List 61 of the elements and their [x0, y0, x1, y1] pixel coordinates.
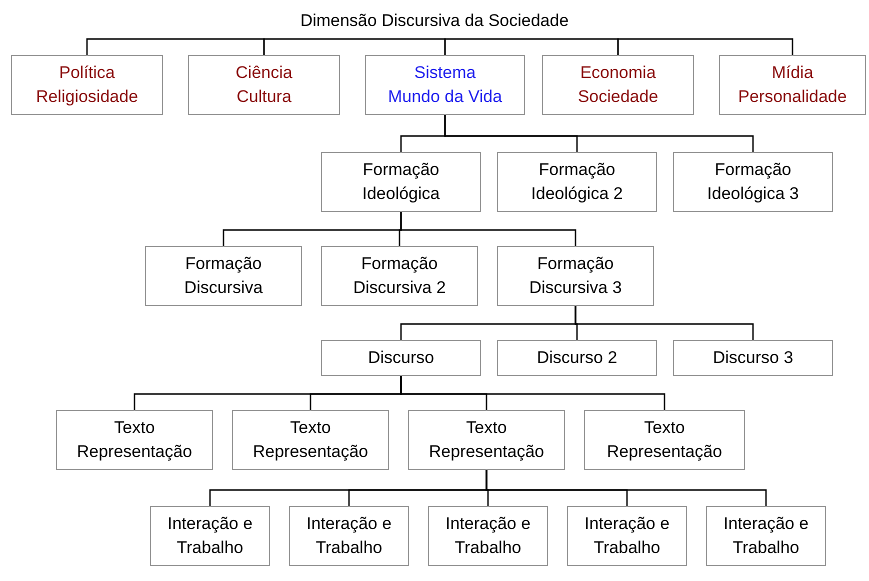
- hierarchy-box: [321, 340, 481, 376]
- box-label: Interação e Trabalho: [166, 513, 254, 559]
- hierarchy-box: [567, 506, 687, 566]
- box-label: Interação e Trabalho: [444, 513, 532, 559]
- hierarchy-box: [188, 55, 340, 115]
- hierarchy-box: [584, 410, 745, 470]
- connector-line: [574, 306, 754, 340]
- box-label: Discurso: [368, 347, 434, 369]
- hierarchy-box: [289, 506, 409, 566]
- hierarchy-box: [497, 246, 654, 306]
- box-label: Personalidade: [738, 86, 847, 108]
- hierarchy-box: [145, 246, 302, 306]
- box-label: Interação e Trabalho: [722, 513, 810, 559]
- hierarchy-box: [56, 410, 213, 470]
- hierarchy-box: [497, 152, 657, 212]
- hierarchy-box: [321, 246, 478, 306]
- box-label: Formação Ideológica: [361, 159, 441, 205]
- hierarchy-box: [232, 410, 389, 470]
- box-label: Formação Ideológica 2: [530, 159, 624, 205]
- box-label: Interação e Trabalho: [583, 513, 671, 559]
- connector-line: [400, 376, 666, 410]
- hierarchy-box: [321, 152, 481, 212]
- box-label: Texto Representação: [428, 417, 546, 463]
- box-label: Política: [59, 62, 115, 84]
- box-label: Cultura: [236, 86, 292, 108]
- connector-line: [617, 38, 794, 55]
- box-label: Texto Representação: [252, 417, 370, 463]
- connector-line: [263, 38, 446, 55]
- box-label: Ciência: [236, 62, 292, 84]
- box-label: Sistema: [414, 62, 476, 84]
- connector-line: [400, 212, 576, 246]
- hierarchy-box: [542, 55, 694, 115]
- box-label: Formação Discursiva 2: [352, 253, 447, 299]
- box-label: Formação Discursiva: [183, 253, 264, 299]
- box-label: Discurso 2: [536, 347, 618, 369]
- diagram-title: Dimensão Discursiva da Sociedade: [299, 10, 570, 32]
- hierarchy-box: [673, 152, 833, 212]
- hierarchy-box: [365, 55, 525, 115]
- box-label: Religiosidade: [36, 86, 138, 108]
- box-label: Discurso 3: [712, 347, 794, 369]
- box-label: Mundo da Vida: [388, 86, 502, 108]
- hierarchy-box: [673, 340, 833, 376]
- hierarchy-box: [719, 55, 866, 115]
- hierarchy-box: [706, 506, 826, 566]
- box-label: Mídia: [772, 62, 814, 84]
- box-label: Formação Ideológica 3: [706, 159, 800, 205]
- box-label: Sociedade: [578, 86, 658, 108]
- hierarchy-box: [497, 340, 657, 376]
- connector-line: [486, 470, 767, 506]
- box-label: Interação e Trabalho: [305, 513, 393, 559]
- box-label: Formação Discursiva 3: [528, 253, 623, 299]
- hierarchy-box: [150, 506, 270, 566]
- connector-line: [444, 115, 754, 152]
- hierarchy-box: [11, 55, 163, 115]
- hierarchy-box: [408, 410, 565, 470]
- box-label: Texto Representação: [76, 417, 194, 463]
- box-label: Economia: [580, 62, 656, 84]
- hierarchy-box: [428, 506, 548, 566]
- box-label: Texto Representação: [606, 417, 724, 463]
- connector-line: [444, 38, 619, 55]
- connector-line: [86, 38, 265, 55]
